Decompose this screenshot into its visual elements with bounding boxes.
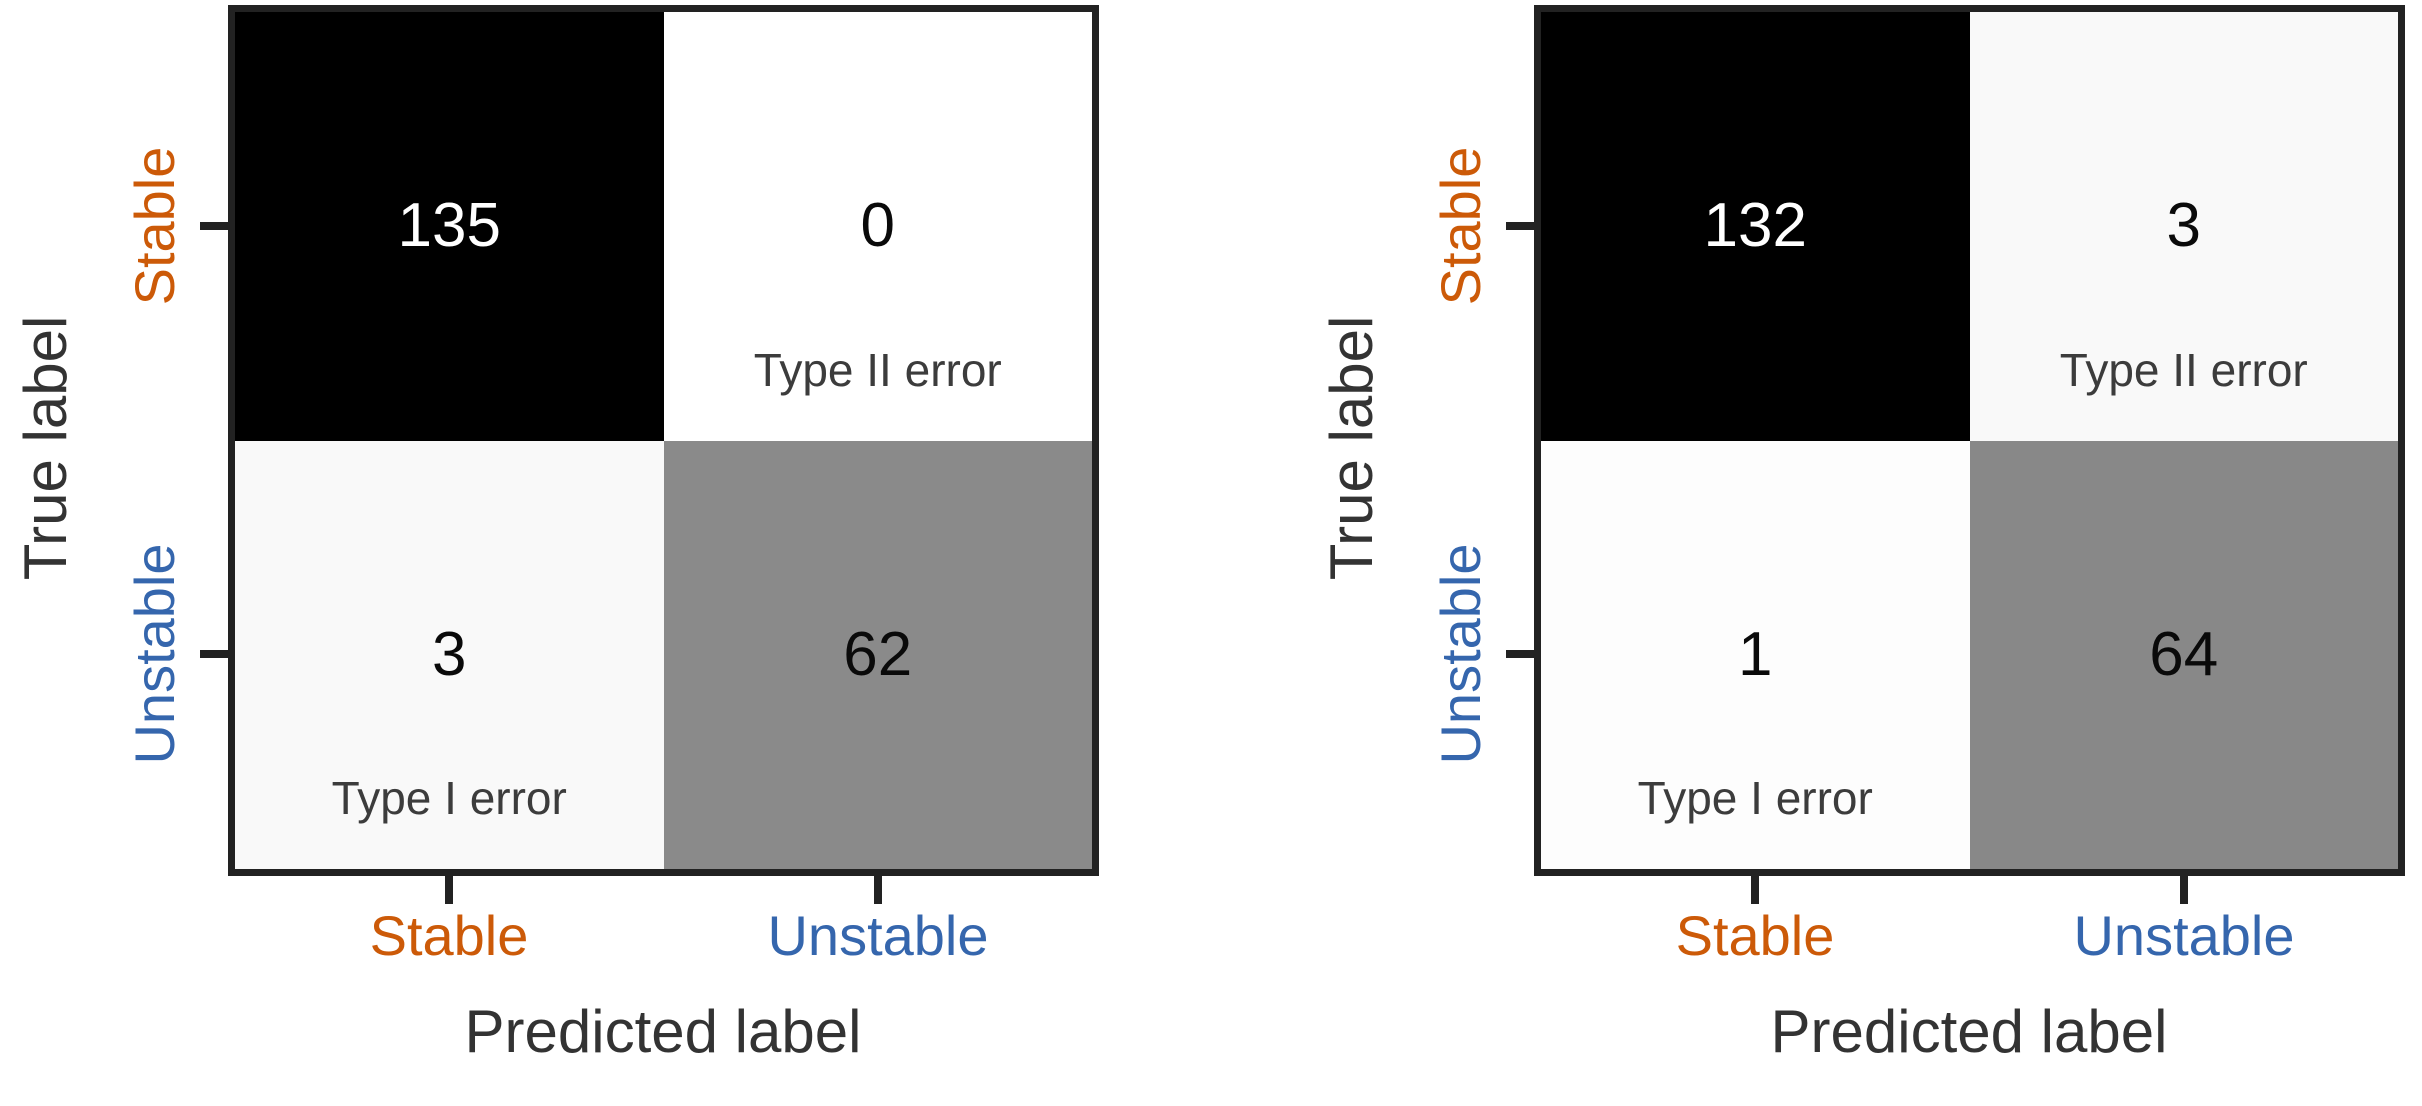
x-tick-label-stable: Stable	[369, 904, 529, 967]
cell-true-stable-pred-stable: 135	[235, 12, 664, 441]
y-tick-label-stable: Stable	[1429, 146, 1492, 306]
x-axis-title: Predicted label	[1770, 998, 2168, 1065]
confusion-matrix-right: True label Stable Unstable 132 3 Type II…	[1306, 0, 2422, 1106]
heatmap-plot-area: 132 3 Type II error 1 Type I error 64	[1534, 5, 2405, 876]
x-tick-mark	[2180, 876, 2188, 904]
y-tick-mark	[200, 222, 228, 230]
type-2-error-annotation: Type II error	[753, 343, 1002, 396]
cell-true-stable-pred-stable: 132	[1541, 12, 1970, 441]
x-tick-mark	[1751, 876, 1759, 904]
cell-value: 1	[1738, 619, 1773, 689]
cell-true-unstable-pred-unstable: 64	[1969, 440, 2398, 869]
cell-true-unstable-pred-stable: 1 Type I error	[1541, 440, 1970, 869]
x-tick-label-unstable: Unstable	[767, 904, 989, 967]
x-tick-mark	[445, 876, 453, 904]
cell-true-stable-pred-unstable: 3 Type II error	[1969, 12, 2398, 441]
cell-value: 64	[2149, 619, 2219, 689]
type-1-error-annotation: Type I error	[331, 772, 567, 824]
y-tick-mark	[200, 650, 228, 658]
y-tick-mark	[1506, 222, 1534, 230]
y-tick-label-stable: Stable	[123, 146, 186, 306]
cell-value: 62	[843, 619, 913, 689]
cell-value: 0	[860, 191, 895, 261]
y-axis-title: True label	[12, 315, 79, 581]
y-tick-mark	[1506, 650, 1534, 658]
confusion-matrix-left: True label Stable Unstable 135 0 Type II…	[0, 0, 1116, 1106]
heatmap-plot-area: 135 0 Type II error 3 Type I error 62	[228, 5, 1099, 876]
cell-true-stable-pred-unstable: 0 Type II error	[663, 12, 1092, 441]
cell-value: 135	[397, 191, 501, 261]
cell-value: 132	[1703, 191, 1807, 261]
y-tick-label-unstable: Unstable	[123, 543, 186, 765]
type-1-error-annotation: Type I error	[1637, 772, 1873, 824]
cell-value: 3	[2166, 191, 2201, 261]
y-tick-label-unstable: Unstable	[1429, 543, 1492, 765]
x-tick-label-unstable: Unstable	[2073, 904, 2295, 967]
cell-true-unstable-pred-unstable: 62	[663, 440, 1092, 869]
cell-true-unstable-pred-stable: 3 Type I error	[235, 440, 664, 869]
x-tick-label-stable: Stable	[1675, 904, 1835, 967]
type-2-error-annotation: Type II error	[2059, 343, 2308, 396]
x-axis-title: Predicted label	[464, 998, 862, 1065]
cell-value: 3	[432, 619, 467, 689]
x-tick-mark	[874, 876, 882, 904]
y-axis-title: True label	[1318, 315, 1385, 581]
